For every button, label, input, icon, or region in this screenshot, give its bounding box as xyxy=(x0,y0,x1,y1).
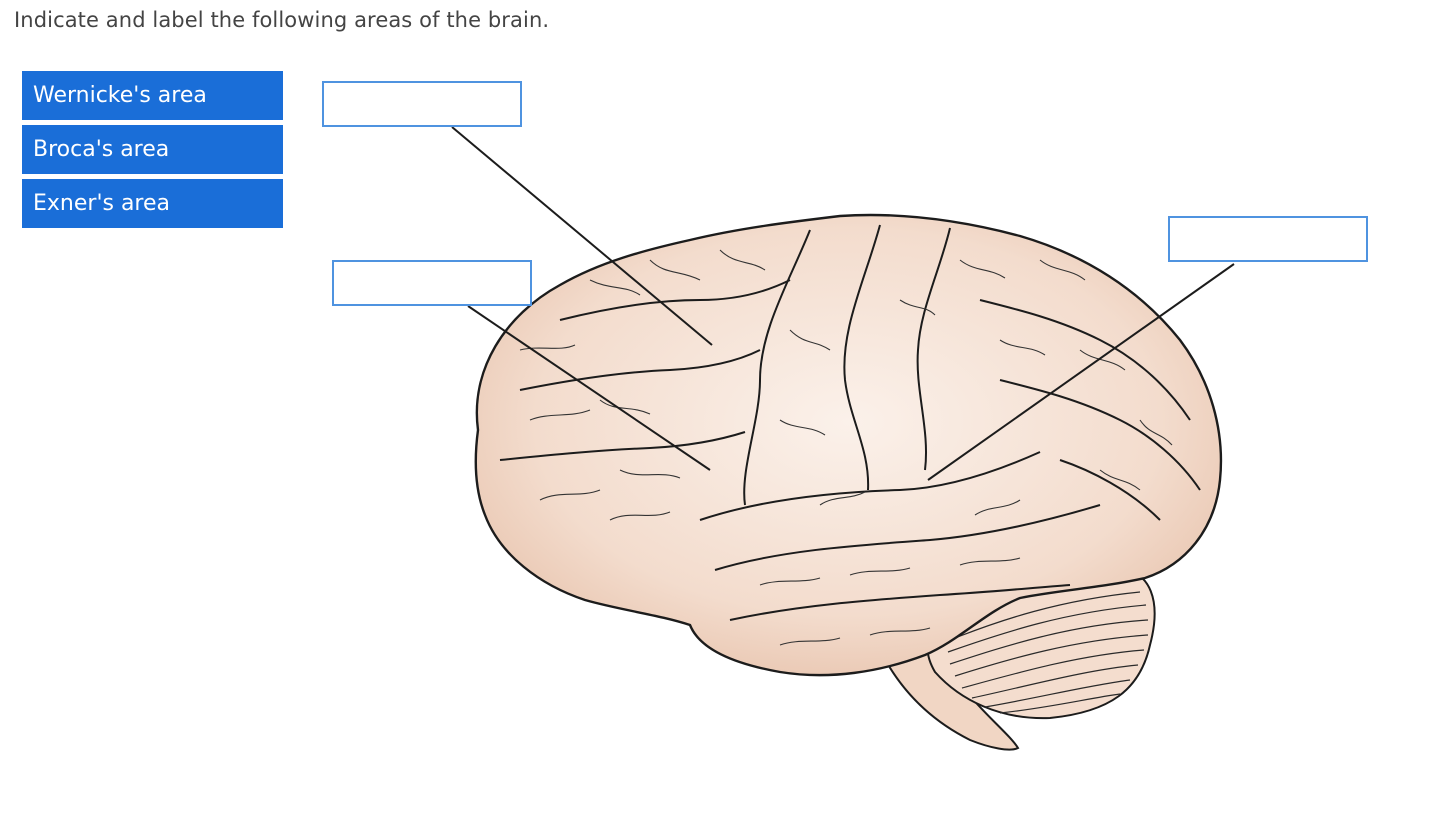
brain-illustration xyxy=(474,213,1223,751)
label-exners-area[interactable]: Exner's area xyxy=(22,179,283,228)
drop-target-left[interactable] xyxy=(332,260,532,306)
leader-line-left xyxy=(467,305,711,471)
cerebrum xyxy=(474,213,1223,677)
label-brocas-area[interactable]: Broca's area xyxy=(22,125,283,174)
brain-gyri-texture xyxy=(519,249,1173,646)
label-bank: Wernicke's area Broca's area Exner's are… xyxy=(22,71,283,233)
drop-target-top[interactable] xyxy=(322,81,522,127)
leader-lines xyxy=(451,126,1235,481)
cerebellum-folia xyxy=(947,591,1149,714)
brain-sulci xyxy=(499,224,1201,621)
leader-line-right xyxy=(927,263,1235,481)
label-wernickes-area[interactable]: Wernicke's area xyxy=(22,71,283,120)
drop-target-right[interactable] xyxy=(1168,216,1368,262)
leader-line-top xyxy=(451,126,713,346)
instruction-text: Indicate and label the following areas o… xyxy=(14,8,550,32)
